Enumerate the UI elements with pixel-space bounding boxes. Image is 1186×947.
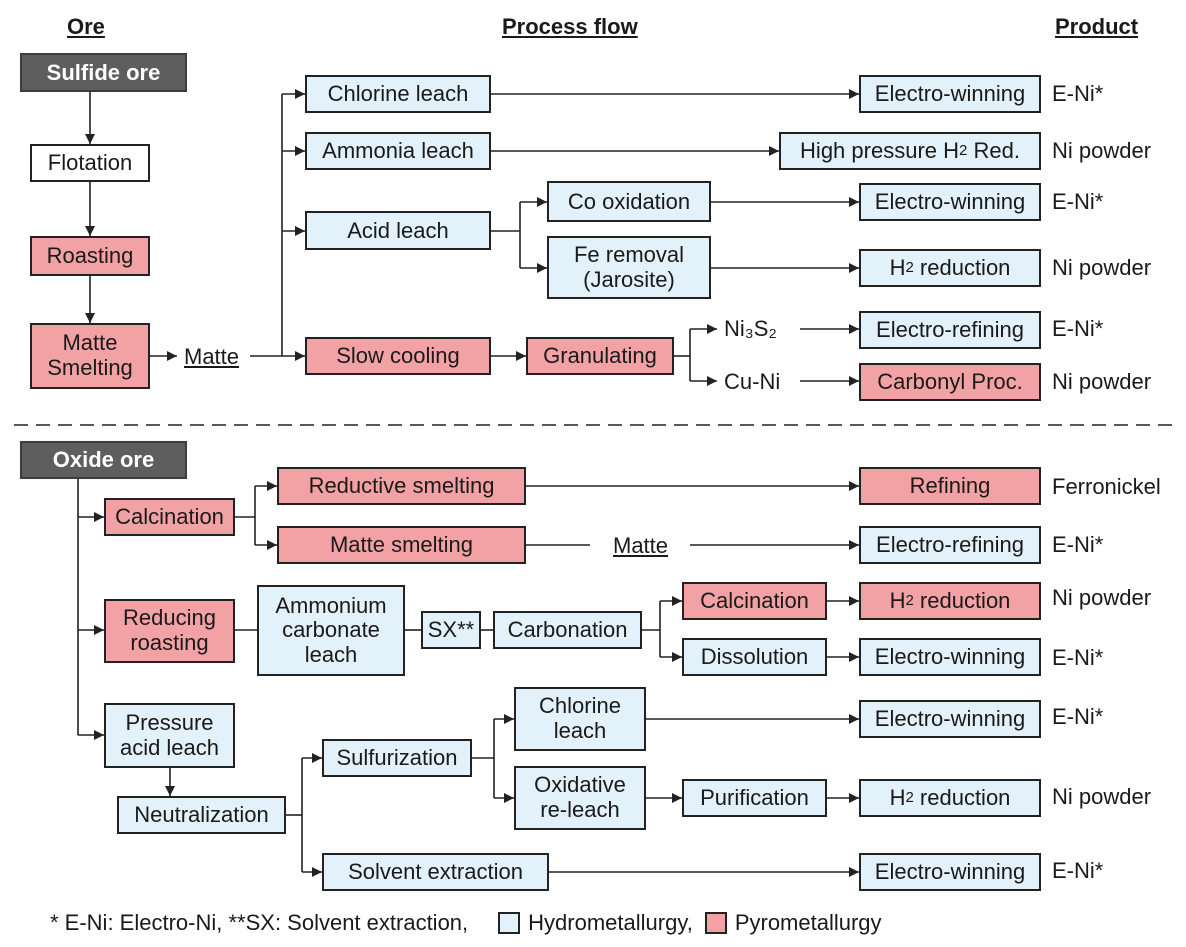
acid-leach-node: Acid leach [305,211,491,250]
h2-text-post: reduction [913,255,1011,281]
refining-node: Refining [859,467,1041,505]
product-label: E-Ni* [1052,704,1104,729]
ammonium-carbonate-leach-node: Ammonium carbonate leach [257,585,405,676]
product-label: E-Ni* [1052,81,1104,106]
purification-node: Purification [682,779,827,817]
pressure-acid-leach-node: Pressure acid leach [104,703,235,768]
electro-refining-node: Electro-refining [859,526,1041,564]
h2-text-post: reduction [913,588,1011,614]
pyrometallurgy-swatch [704,912,727,934]
electro-winning-node: Electro-winning [859,75,1041,113]
ammonia-leach-node: Ammonia leach [305,132,491,170]
calcination-node: Calcination [104,498,235,536]
electro-winning-node: Electro-winning [859,638,1041,676]
h2-text-pre: H [889,255,906,281]
product-label: Ni powder [1052,784,1152,809]
product-label: Ni powder [1052,585,1152,610]
hp-text-post: Red. [967,138,1020,164]
product-label: E-Ni* [1052,645,1104,670]
dissolution-node: Dissolution [682,638,827,676]
product-label: E-Ni* [1052,858,1104,883]
flotation-node: Flotation [30,144,150,182]
process-column-header: Process flow [502,14,638,39]
ore-column-header: Ore [67,14,105,39]
hp-text-pre: High pressure H [800,138,959,164]
h2-text-pre: H [889,588,906,614]
chlorine-leach-node: Chlorine leach [305,75,491,113]
matte-smelting-node: Matte Smelting [30,323,150,389]
solvent-extraction-node: Solvent extraction [322,853,549,891]
cu-ni-label: Cu-Ni [724,369,781,394]
matte-label: Matte [184,344,240,369]
slow-cooling-node: Slow cooling [305,337,491,375]
granulating-node: Granulating [526,337,674,375]
product-label: E-Ni* [1052,189,1104,214]
product-label: Ferronickel [1052,474,1161,499]
oxide-ore-header: Oxide ore [20,441,187,479]
product-label: E-Ni* [1052,532,1104,557]
legend-pyro-label: Pyrometallurgy [734,910,882,935]
oxidative-re-leach-node: Oxidative re-leach [514,766,646,830]
legend-note: * E-Ni: Electro-Ni, **SX: Solvent extrac… [50,910,469,935]
matte-label: Matte [613,533,669,558]
product-label: E-Ni* [1052,316,1104,341]
legend-hydro-label: Hydrometallurgy, [528,910,693,935]
matte-smelting-node: Matte smelting [277,526,526,564]
electro-refining-node: Electro-refining [859,311,1041,349]
product-label: Ni powder [1052,369,1152,394]
sx-node: SX** [421,611,481,649]
legend: * E-Ni: Electro-Ni, **SX: Solvent extrac… [50,908,882,938]
fe-removal-node: Fe removal (Jarosite) [547,236,711,299]
chlorine-leach-node: Chlorine leach [514,687,646,751]
h2-text-post: reduction [913,785,1011,811]
product-column-header: Product [1055,14,1139,39]
carbonation-node: Carbonation [493,611,642,649]
ni3s2-label: Ni₃S₂ [724,316,777,341]
electro-winning-node: Electro-winning [859,853,1041,891]
electro-winning-node: Electro-winning [859,700,1041,738]
neutralization-node: Neutralization [117,796,286,834]
sulfide-ore-header: Sulfide ore [20,53,187,92]
h2-text-pre: H [889,785,906,811]
electro-winning-node: Electro-winning [859,183,1041,221]
hydrometallurgy-swatch [498,912,521,934]
reducing-roasting-node: Reducing roasting [104,599,235,663]
carbonyl-process-node: Carbonyl Proc. [859,363,1041,401]
product-label: Ni powder [1052,138,1152,163]
roasting-node: Roasting [30,236,150,276]
calcination-node: Calcination [682,582,827,620]
sulfurization-node: Sulfurization [322,739,472,777]
reductive-smelting-node: Reductive smelting [277,467,526,505]
co-oxidation-node: Co oxidation [547,181,711,222]
product-label: Ni powder [1052,255,1152,280]
